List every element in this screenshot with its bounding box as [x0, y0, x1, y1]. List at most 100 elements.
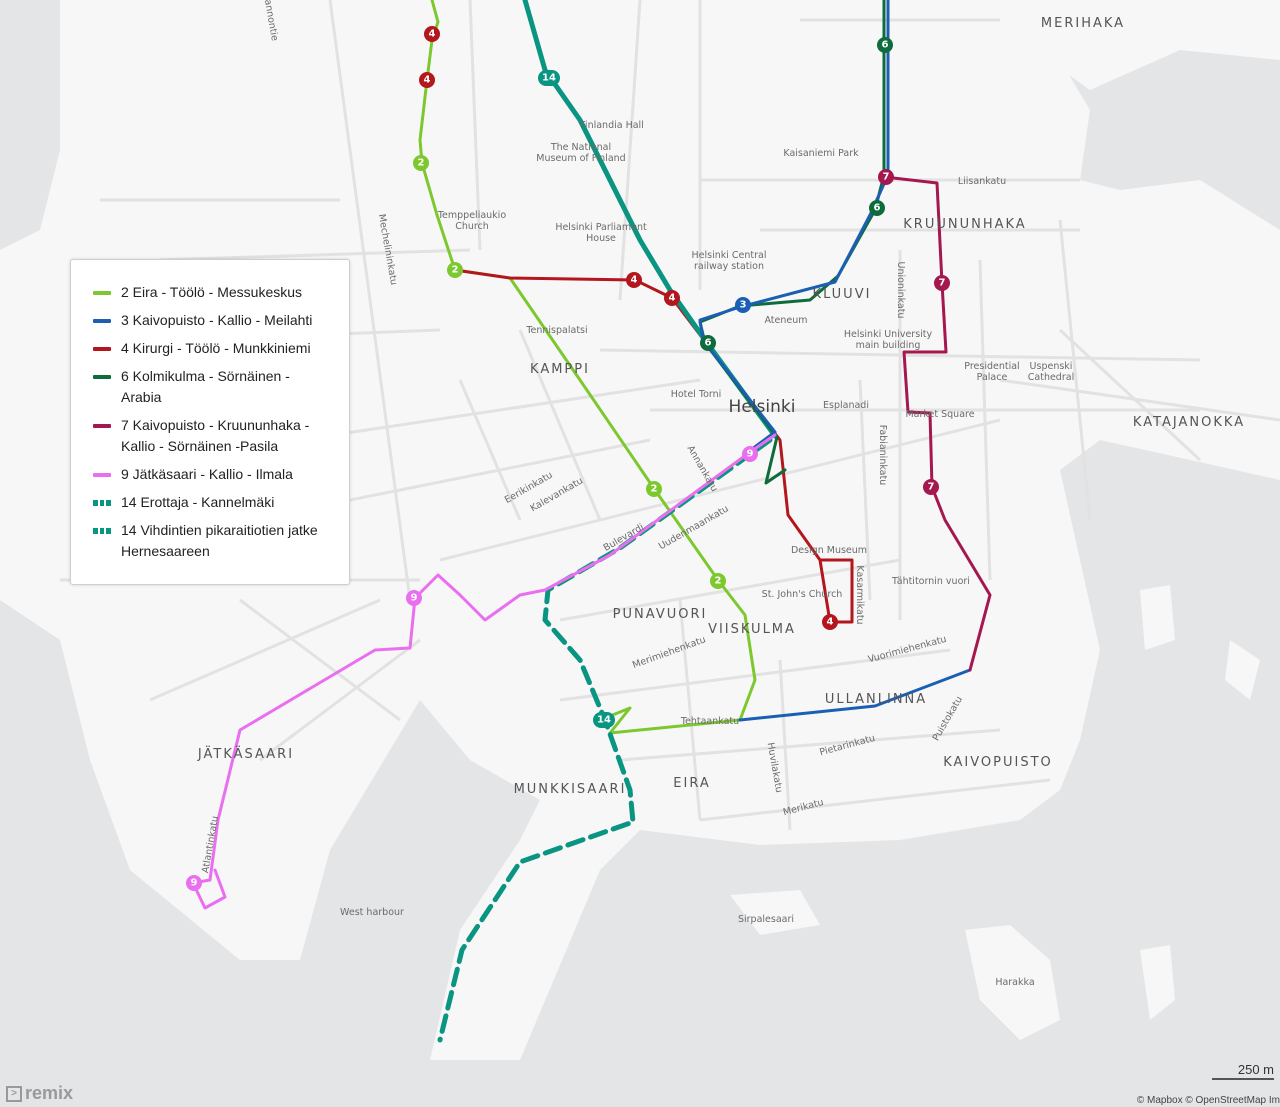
route-2-badge[interactable]: 2	[413, 155, 429, 171]
route-2-badge[interactable]: 2	[447, 262, 463, 278]
route-9-badge[interactable]: 9	[186, 875, 202, 891]
route-7-badge[interactable]: 7	[934, 275, 950, 291]
dashed-line-swatch-icon	[93, 528, 112, 534]
street-label: Tehtaankatu	[680, 716, 739, 727]
district-label: KAMPPI	[530, 362, 590, 377]
road	[458, 379, 522, 521]
landmass	[980, 0, 1280, 90]
landmass	[1140, 585, 1175, 650]
legend-item-label: 6 Kolmikulma - Sörnäinen - Arabia	[121, 368, 290, 405]
street-label: Fabianinkatu	[877, 425, 888, 486]
route-legend: 2 Eira - Töölö - Messukeskus 3 Kaivopuist…	[70, 259, 350, 585]
legend-item-route-14[interactable]: 14 Vihdintien pikaraitiotien jatke Herne…	[93, 520, 349, 562]
route-7-badge[interactable]: 7	[878, 169, 894, 185]
route-4-line[interactable]	[453, 268, 854, 624]
district-label: EIRA	[673, 776, 710, 791]
route-7-line[interactable]	[883, 175, 992, 672]
road	[778, 659, 792, 831]
place-label: Hotel Torni	[671, 389, 722, 400]
road	[518, 329, 602, 521]
remix-logo: >remix	[6, 1083, 73, 1104]
road	[149, 598, 381, 702]
route-9-badge[interactable]: 9	[406, 590, 422, 606]
place-label: Liisankatu	[958, 176, 1006, 187]
route-6-badge[interactable]: 6	[877, 37, 893, 53]
svg-text:6: 6	[874, 203, 881, 214]
route-badges-layer: 2 2 2 2 3 4 4 4 4 4 6 6 6 7 7 7 9 9 9 14 14	[186, 26, 950, 891]
route-14-badge[interactable]: 14	[593, 712, 615, 728]
svg-text:2: 2	[651, 484, 658, 495]
place-label: West harbour	[340, 907, 404, 918]
line-swatch-icon	[93, 375, 111, 379]
legend-item-route-7[interactable]: 7 Kaivopuisto - Kruununhaka - Kallio - S…	[93, 415, 349, 457]
route-9-badge[interactable]: 9	[742, 446, 758, 462]
svg-text:4: 4	[429, 29, 436, 40]
svg-text:14: 14	[542, 73, 556, 84]
remix-logo-icon: >	[6, 1085, 22, 1102]
road	[858, 379, 872, 601]
road	[618, 0, 642, 301]
road	[328, 0, 412, 601]
legend-item-route-6[interactable]: 6 Kolmikulma - Sörnäinen - Arabia	[93, 366, 349, 408]
place-label: Tähtitornin vuori	[891, 576, 970, 587]
route-4-badge[interactable]: 4	[424, 26, 440, 42]
district-label: KRUUNUNHAKA	[903, 217, 1026, 232]
svg-text:4: 4	[827, 617, 834, 628]
legend-item-label: 3 Kaivopuisto - Kallio - Meilahti	[121, 312, 313, 328]
road	[259, 638, 421, 762]
route-6-badge[interactable]: 6	[869, 200, 885, 216]
legend-item-label: 4 Kirurgi - Töölö - Munkkiniemi	[121, 340, 311, 356]
legend-item-route-4[interactable]: 4 Kirurgi - Töölö - Munkkiniemi	[93, 338, 349, 359]
road	[468, 0, 482, 251]
svg-text:7: 7	[939, 278, 946, 289]
svg-text:6: 6	[705, 338, 712, 349]
line-swatch-icon	[93, 424, 111, 428]
legend-item-route-9[interactable]: 9 Jätkäsaari - Kallio - Ilmala	[93, 464, 349, 485]
scale-bar: 250 m	[1212, 1062, 1274, 1080]
legend-item-label: 2 Eira - Töölö - Messukeskus	[121, 284, 303, 300]
place-label: Esplanadi	[823, 400, 869, 411]
legend-item-route-3[interactable]: 3 Kaivopuisto - Kallio - Meilahti	[93, 310, 349, 331]
route-2-badge[interactable]: 2	[646, 481, 662, 497]
dashed-line-swatch-icon	[93, 500, 112, 506]
district-label: VIISKULMA	[708, 622, 796, 637]
line-swatch-icon	[93, 347, 111, 351]
route-7-badge[interactable]: 7	[923, 479, 939, 495]
district-label: ULLANLINNA	[825, 692, 927, 707]
road	[1058, 328, 1202, 462]
route-4-badge[interactable]: 4	[664, 290, 680, 306]
legend-item-route-14[interactable]: 14 Erottaja - Kannelmäki	[93, 492, 349, 513]
road	[619, 728, 1001, 762]
place-label: Harakka	[995, 977, 1034, 988]
place-label: St. John's Church	[762, 589, 843, 600]
road	[559, 558, 901, 622]
svg-text:6: 6	[882, 40, 889, 51]
route-4-badge[interactable]: 4	[822, 614, 838, 630]
district-label: KAIVOPUISTO	[943, 755, 1053, 770]
district-label: PUNAVUORI	[613, 607, 708, 622]
route-14-badge[interactable]: 14	[538, 70, 560, 86]
road	[999, 378, 1280, 422]
landmass	[1140, 945, 1175, 1020]
place-label: Sirpalesaari	[738, 914, 794, 925]
route-6-badge[interactable]: 6	[700, 335, 716, 351]
svg-text:4: 4	[631, 275, 638, 286]
district-label: MERIHAKA	[1041, 16, 1125, 31]
legend-item-route-2[interactable]: 2 Eira - Töölö - Messukeskus	[93, 282, 349, 303]
route-4-badge[interactable]: 4	[419, 72, 435, 88]
map-attribution[interactable]: © Mapbox © OpenStreetMap Im	[1136, 1095, 1280, 1106]
route-3-south-line[interactable]	[738, 668, 972, 722]
landmass	[1225, 640, 1260, 700]
svg-text:14: 14	[597, 715, 611, 726]
route-2-badge[interactable]: 2	[710, 573, 726, 589]
place-label: Kaisaniemi Park	[783, 148, 859, 159]
district-label: MUNKKISAARI	[514, 782, 627, 797]
line-swatch-icon	[93, 291, 111, 295]
route-4-badge[interactable]: 4	[626, 272, 642, 288]
district-label: KLUUVI	[813, 287, 872, 302]
route-3-badge[interactable]: 3	[735, 297, 751, 313]
